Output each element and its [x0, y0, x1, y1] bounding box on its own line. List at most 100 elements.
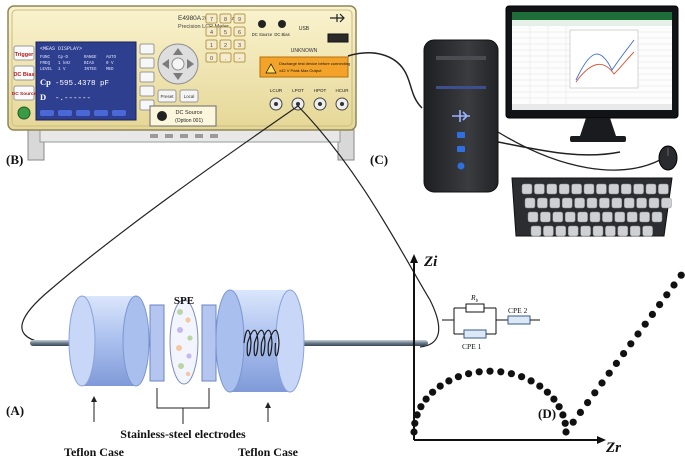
screen-softkey-row: [40, 110, 126, 116]
mouse-icon[interactable]: [658, 145, 678, 171]
keyboard-key[interactable]: [648, 197, 660, 209]
keyboard-key[interactable]: [602, 211, 613, 223]
keyboard-key[interactable]: [651, 211, 663, 223]
spreadsheet-status-bar: [512, 104, 672, 110]
keyboard-key[interactable]: [552, 211, 564, 223]
key-8[interactable]: 8: [224, 17, 227, 23]
keyboard-key[interactable]: [580, 225, 591, 237]
hpot-wire: [297, 105, 440, 348]
keyboard-key[interactable]: [521, 183, 533, 195]
keyboard-key[interactable]: [623, 197, 635, 209]
nyquist-point: [454, 373, 462, 381]
nav-right-arrow-icon[interactable]: [187, 59, 194, 69]
keyboard-key[interactable]: [589, 211, 601, 223]
keyboard-key[interactable]: [561, 197, 573, 209]
terminal-hcur-label: HCUR: [336, 88, 350, 93]
keyboard-key[interactable]: [527, 211, 539, 223]
nyquist-point: [422, 395, 430, 403]
keyboard-key[interactable]: [626, 211, 638, 223]
nav-up-arrow-icon[interactable]: [173, 48, 183, 55]
terminal-hpot-label: HPOT: [314, 88, 327, 93]
keyboard-key[interactable]: [614, 211, 626, 223]
nav-enter-button[interactable]: [171, 57, 185, 71]
nyquist-point: [486, 367, 494, 375]
keyboard-key[interactable]: [645, 183, 657, 195]
keyboard-key[interactable]: [564, 211, 576, 223]
key-3[interactable]: 3: [238, 43, 241, 49]
softkey-recall[interactable]: [139, 71, 155, 83]
key-7[interactable]: 7: [210, 17, 213, 23]
keyboard-key[interactable]: [574, 197, 585, 209]
key-1[interactable]: 1: [210, 43, 213, 49]
keyboard-key[interactable]: [540, 211, 551, 223]
key-0[interactable]: 0: [210, 56, 213, 62]
power-button[interactable]: [17, 106, 31, 120]
nav-left-arrow-icon[interactable]: [162, 59, 169, 69]
terminal-lcur-label: LCUR: [270, 88, 283, 93]
nyquist-point: [410, 428, 418, 436]
nyquist-data-points: [410, 271, 685, 436]
keyboard-key[interactable]: [599, 197, 610, 209]
keyboard-key[interactable]: [583, 183, 595, 195]
local-button[interactable]: [179, 89, 199, 103]
key-4[interactable]: 4: [210, 30, 213, 36]
keyboard-key[interactable]: [661, 197, 672, 209]
keyboard-key[interactable]: [543, 225, 554, 237]
softkey-display-format[interactable]: [139, 43, 155, 55]
keyboard-key[interactable]: [592, 225, 604, 237]
nyquist-point: [518, 373, 526, 381]
screen-params: FUNC Cp-D RANGE AUTO FREQ 1 kHz BIAS 0 V…: [40, 56, 117, 72]
terminal-lpot-label: LPOT: [292, 88, 304, 93]
keyboard-key[interactable]: [546, 183, 558, 195]
key-9[interactable]: 9: [238, 17, 241, 23]
keyboard-key[interactable]: [567, 225, 579, 237]
keyboard-key[interactable]: [629, 225, 641, 237]
keyboard-key[interactable]: [586, 197, 598, 209]
dc-source-button[interactable]: [13, 85, 35, 101]
keyboard-key[interactable]: [530, 225, 542, 237]
left-case-label: Teflon Case: [64, 445, 125, 459]
key-6[interactable]: 6: [238, 30, 241, 36]
keyboard-key[interactable]: [558, 183, 570, 195]
key-minus[interactable]: -: [239, 56, 241, 62]
key-dot[interactable]: .: [225, 56, 227, 62]
right-steel-electrode: [201, 304, 217, 382]
keyboard-key[interactable]: [577, 211, 588, 223]
preset-button[interactable]: [157, 89, 177, 103]
keyboard-key[interactable]: [524, 197, 536, 209]
dc-bias-button[interactable]: [13, 65, 35, 81]
keyboard-key[interactable]: [620, 183, 632, 195]
key-5[interactable]: 5: [224, 30, 227, 36]
keyboard-key[interactable]: [596, 183, 607, 195]
keyboard-key[interactable]: [636, 197, 647, 209]
pc-power-led-icon: [457, 162, 465, 170]
keyboard-key[interactable]: [534, 183, 545, 195]
dc-source-output-icon: [157, 111, 167, 121]
keyboard-key[interactable]: [549, 197, 561, 209]
keyboard-key[interactable]: [639, 211, 650, 223]
keyboard-key[interactable]: [571, 183, 582, 195]
meter-screen: [35, 41, 137, 121]
keyboard-key[interactable]: [658, 183, 669, 195]
keyboard-key[interactable]: [608, 183, 620, 195]
nav-down-arrow-icon[interactable]: [173, 73, 183, 80]
keyboard-key[interactable]: [611, 197, 623, 209]
keyboard-key[interactable]: [605, 225, 616, 237]
key-2[interactable]: 2: [224, 43, 227, 49]
right-case-front-face: [215, 289, 245, 393]
dc-bias-port-label: DC Bias: [274, 32, 289, 37]
trigger-button[interactable]: [13, 45, 35, 61]
monitor-stand-neck: [580, 118, 616, 136]
softkey-save[interactable]: [139, 85, 155, 97]
keyboard-key[interactable]: [633, 183, 644, 195]
keyboard-key[interactable]: [537, 197, 548, 209]
nyquist-point: [436, 382, 444, 390]
y-axis-label: Zi: [423, 254, 438, 270]
keyboard-key[interactable]: [555, 225, 567, 237]
dc-source-port-label: DC Source: [252, 32, 273, 37]
nyquist-point: [475, 368, 483, 376]
pc-port-1: [457, 132, 465, 138]
softkey-meas-setup[interactable]: [139, 57, 155, 69]
keyboard-key[interactable]: [642, 225, 653, 237]
keyboard-key[interactable]: [617, 225, 629, 237]
